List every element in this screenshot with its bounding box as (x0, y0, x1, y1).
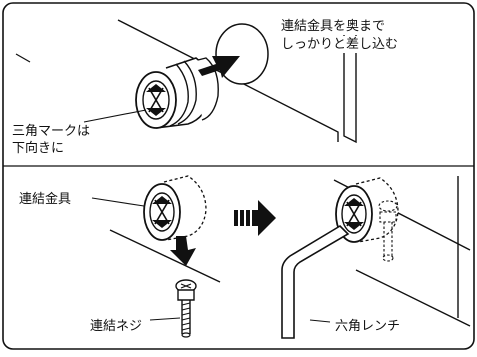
leader-line-mark (83, 109, 147, 123)
mark-label-line-2: 下向きに (11, 140, 66, 157)
board-line-left (15, 53, 31, 63)
board-edge-left (109, 229, 221, 283)
leader-line-connector (91, 197, 145, 207)
mark-label-line-1: 三角マークは (11, 123, 92, 140)
instruction-line-2: しっかりと差し込む (280, 36, 400, 53)
connector-label: 連結金具 (18, 191, 73, 208)
top-panel (15, 18, 357, 144)
board-edge-right-bottom (355, 269, 471, 327)
arrow-down-icon (170, 236, 196, 266)
instruction-line-1: 連結金具を奥まで (280, 18, 387, 35)
leader-line-wrench (309, 319, 331, 323)
board-edge-top (117, 19, 339, 142)
bottom-panel (91, 175, 471, 339)
connector-fitting-left (143, 175, 207, 241)
leader-line-screw (149, 317, 181, 321)
connector-fitting-right (335, 177, 399, 243)
board-side-top (343, 18, 357, 144)
arrow-right-icon (198, 56, 240, 78)
connector-fitting-top (135, 57, 219, 129)
screw-dashed (378, 200, 398, 262)
striped-arrow-right-icon (234, 200, 276, 236)
screw-label: 連結ネジ (89, 318, 144, 335)
connector-screw (175, 279, 197, 338)
wrench-label: 六角レンチ (334, 318, 402, 335)
hex-wrench-icon (281, 224, 350, 339)
